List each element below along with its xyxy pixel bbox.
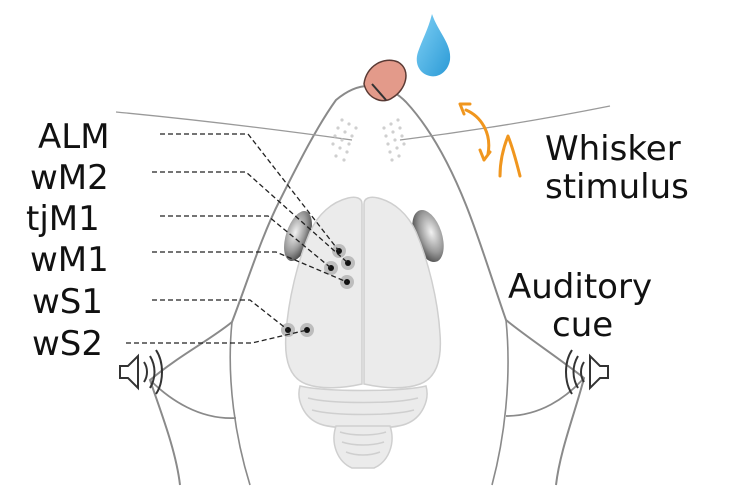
mouse-left-back-contour — [229, 321, 251, 486]
leader-line-ws1 — [152, 299, 289, 331]
site-ws1-dot — [304, 327, 310, 333]
brain-right-hemisphere — [363, 196, 442, 389]
label-wm1: wM1 — [30, 240, 109, 280]
tongue — [363, 59, 407, 102]
label-ws1: wS1 — [32, 282, 103, 322]
leader-line-alm — [160, 133, 340, 252]
whisker-right — [399, 105, 611, 141]
label-ws2: wS2 — [32, 324, 103, 364]
whisker-pad-left — [331, 118, 358, 162]
whisker-left — [115, 111, 353, 141]
leader-line-wm1 — [152, 251, 348, 283]
mouth-line — [371, 83, 387, 101]
whisker-pad-right — [382, 118, 406, 162]
leader-line-ws2 — [126, 329, 308, 344]
speaker-right-icon — [565, 349, 609, 395]
label-tjm1: tjM1 — [26, 199, 100, 239]
whisker-stimulus-label-line2: stimulus — [545, 167, 689, 207]
label-wm2: wM2 — [30, 158, 109, 198]
mouse-left-leg-contour — [149, 379, 237, 419]
auditory-cue-label-line1: Auditory — [508, 267, 652, 307]
mouse-right-back-contour — [491, 319, 509, 486]
mouse-right-leg-contour — [505, 377, 585, 417]
whisker-stimulus-label-line1: Whisker — [545, 129, 681, 169]
brain-cerebellum — [298, 385, 428, 430]
leader-line-tjm1 — [160, 215, 332, 269]
whisker-motion-arrow-icon — [458, 102, 522, 178]
water-drop-icon — [416, 14, 451, 77]
auditory-cue-label-line2: cue — [552, 305, 613, 345]
brain-cerebellum-folds — [307, 397, 419, 456]
brain-brainstem — [333, 425, 393, 469]
brain-left-hemisphere — [284, 196, 363, 389]
speaker-left-icon — [119, 349, 163, 395]
leader-line-wm2 — [152, 171, 349, 264]
label-alm: ALM — [38, 117, 110, 157]
